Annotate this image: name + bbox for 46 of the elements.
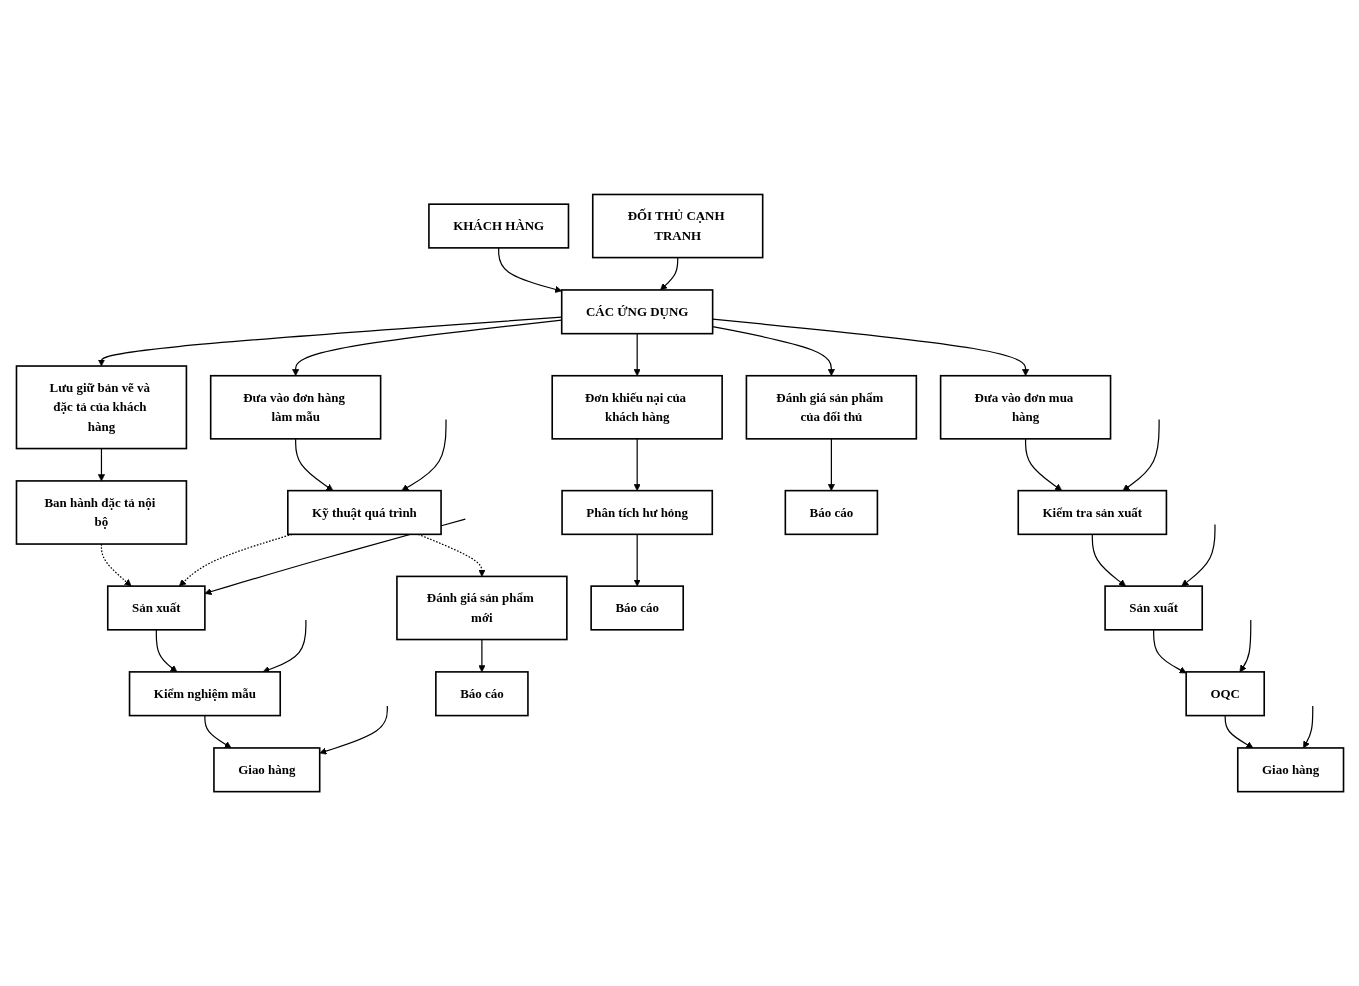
arrow [1122, 418, 1160, 491]
arrow [262, 619, 306, 673]
arrow [97, 447, 105, 482]
node-box: OQC [1184, 671, 1265, 717]
node-box: Đưa vào đơn mua hàng [939, 374, 1111, 440]
arrow [400, 418, 447, 491]
node-box: Sản xuất [1103, 585, 1203, 631]
node-box: Ban hành đặc tả nội bộ [15, 480, 187, 545]
node-box: Báo cáo [434, 671, 529, 717]
arrow [1152, 629, 1186, 674]
node-box: KHÁCH HÀNG [427, 203, 569, 249]
arrow [633, 533, 641, 587]
arrow [1302, 705, 1313, 749]
node-box: Báo cáo [589, 585, 684, 631]
arrow [633, 333, 641, 376]
arrow [633, 438, 641, 491]
arrow [97, 316, 562, 367]
node-box: Đánh giá sản phẩm mới [395, 575, 568, 641]
arrow [477, 638, 485, 673]
node-box: Kỹ thuật quá trình [286, 489, 442, 536]
node-box: Đánh giá sản phẩm của đối thủ [745, 374, 917, 440]
arrow [659, 256, 678, 291]
arrow [100, 543, 132, 587]
arrow [1224, 714, 1253, 749]
node-box: Sản xuất [106, 585, 206, 631]
arrow [497, 247, 562, 293]
arrow [203, 714, 232, 749]
node-box: Kiểm nghiệm mẫu [128, 671, 281, 717]
arrow [1091, 533, 1126, 587]
arrow [1180, 523, 1216, 587]
node-box: Đưa vào đơn hàng làm mẫu [209, 374, 381, 440]
arrow [1239, 619, 1251, 673]
node-box: CÁC ỨNG DỤNG [560, 289, 713, 335]
arrow [155, 629, 177, 673]
arrow [294, 438, 333, 491]
arrow [291, 319, 562, 376]
arrow [1024, 438, 1062, 491]
node-box: Giao hàng [212, 747, 320, 793]
arrow [827, 438, 835, 491]
node-box: Lưu giữ bản vẽ và đặc tả của khách hàng [15, 365, 187, 450]
node-box: Đơn khiếu nại của khách hàng [550, 374, 723, 440]
node-box: ĐỐI THỦ CẠNH TRANH [591, 193, 763, 259]
node-box: Giao hàng [1236, 747, 1344, 793]
node-box: Kiểm tra sản xuất [1016, 489, 1167, 536]
node-box: Báo cáo [784, 489, 878, 536]
node-box: Phân tích hư hỏng [560, 489, 713, 536]
